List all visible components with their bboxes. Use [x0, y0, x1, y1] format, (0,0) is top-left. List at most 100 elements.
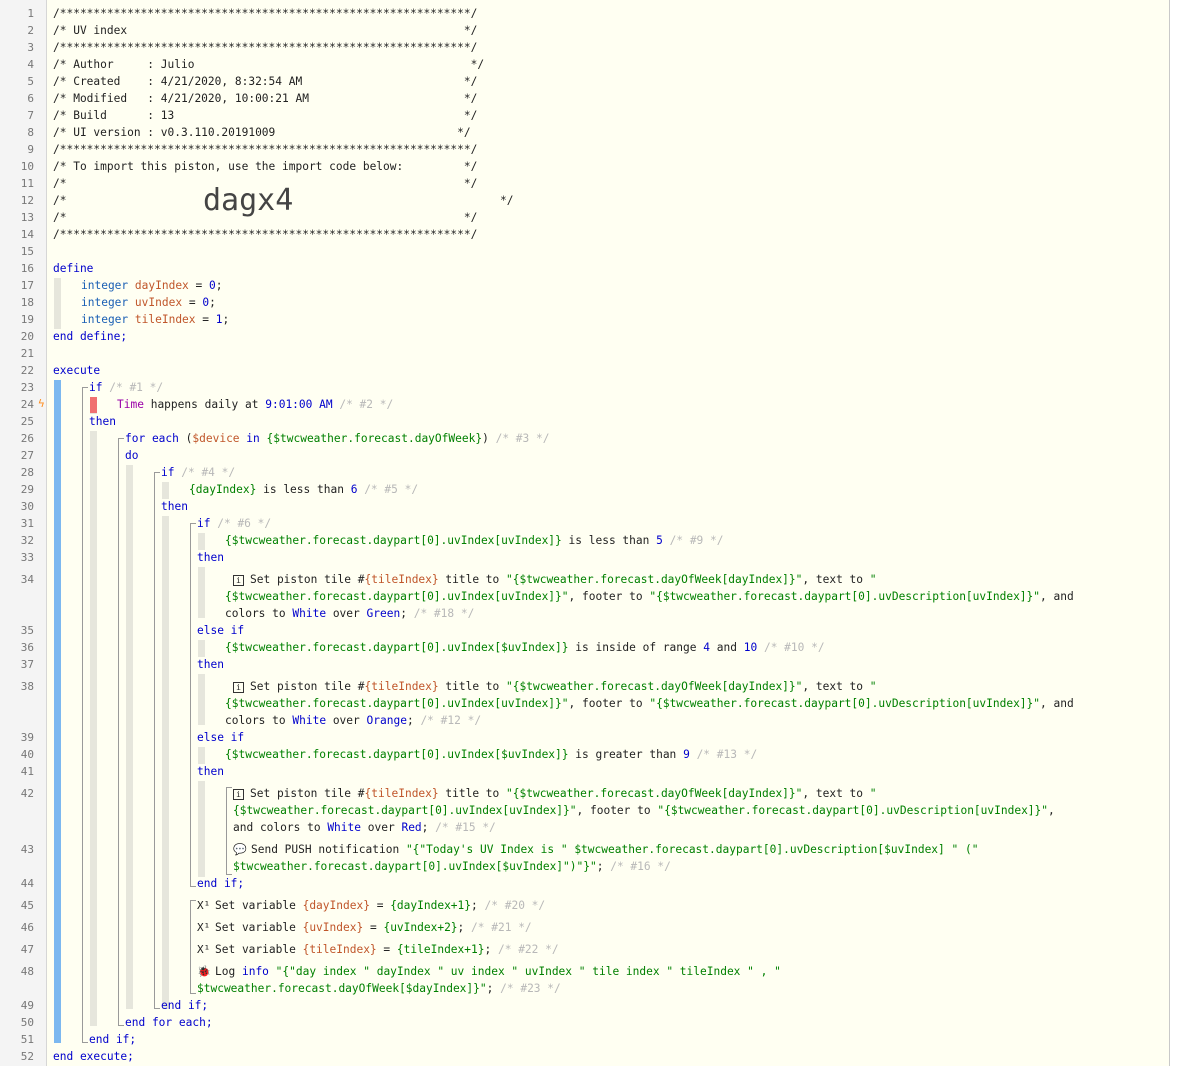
- tile-var: {tileIndex}: [364, 787, 439, 800]
- define-tile-index[interactable]: integer tileIndex = 1;: [81, 311, 229, 328]
- bracket-if3-bottom: [190, 886, 196, 887]
- import-code[interactable]: dagx4: [203, 183, 294, 218]
- statement-id: /* #5 */: [364, 483, 419, 496]
- condition-uv-high[interactable]: {$twcweather.forecast.daypart[0].uvIndex…: [225, 746, 757, 763]
- over-text: over: [332, 607, 360, 620]
- action-label: Log: [215, 965, 236, 978]
- line-number: 17: [20, 279, 34, 292]
- code-line-14: /***************************************…: [53, 228, 478, 241]
- set-tile-green-line3: colors to White over Green; /* #18 */: [225, 605, 474, 622]
- line-number: 24: [20, 398, 34, 411]
- end-if-keyword[interactable]: end if;: [161, 999, 209, 1012]
- execute-keyword[interactable]: execute: [53, 364, 101, 377]
- end-if-keyword[interactable]: end if;: [89, 1033, 137, 1046]
- line-number: 47: [20, 943, 34, 956]
- for-each-statement[interactable]: for each ($device in {$twcweather.foreca…: [125, 430, 549, 447]
- colors-to: colors to: [225, 714, 286, 727]
- line-number: 35: [20, 624, 34, 637]
- line-number: 12: [20, 194, 34, 207]
- do-keyword[interactable]: do: [125, 449, 139, 462]
- else-if-keyword[interactable]: else if: [197, 624, 245, 637]
- title-to: title to: [445, 573, 500, 586]
- semicolon: ;: [400, 607, 407, 620]
- statement-id: /* #12 */: [420, 714, 482, 727]
- cond-operand: {$twcweather.forecast.daypart[0].uvIndex…: [225, 641, 569, 654]
- if-statement-2[interactable]: if /* #4 */: [161, 464, 235, 481]
- line-number: 25: [20, 415, 34, 428]
- then-keyword[interactable]: then: [89, 415, 116, 428]
- end-if-keyword[interactable]: end if;: [197, 877, 245, 890]
- colors-to: colors to: [225, 607, 286, 620]
- statement-id: /* #3 */: [495, 432, 550, 445]
- line-number: 41: [20, 765, 34, 778]
- bracket-foreach: [118, 438, 119, 1026]
- log-line1[interactable]: 🐞Log info "{"day index " dayIndex " uv i…: [197, 963, 781, 980]
- line-number: 31: [20, 517, 34, 530]
- action-label: Set variable: [215, 899, 296, 912]
- condition-day-index[interactable]: {dayIndex} is less than 6 /* #5 */: [189, 481, 418, 498]
- then-band: [90, 431, 97, 1026]
- line-number: 27: [20, 449, 34, 462]
- statement-id: /* #20 */: [484, 899, 546, 912]
- statement-id: /* #16 */: [610, 860, 671, 873]
- cond-operand: {$twcweather.forecast.daypart[0].uvIndex…: [225, 748, 569, 761]
- foreach-band: [126, 465, 133, 1009]
- define-day-index[interactable]: integer dayIndex = 0;: [81, 277, 223, 294]
- else-if-keyword[interactable]: else if: [197, 731, 245, 744]
- trigger-condition[interactable]: Time happens daily at 9:01:00 AM /* #2 *…: [117, 396, 393, 413]
- then-keyword[interactable]: then: [161, 500, 188, 513]
- then-keyword[interactable]: then: [197, 658, 224, 671]
- line-number: 30: [20, 500, 34, 513]
- push-notification-line1[interactable]: 💬Send PUSH notification "{"Today's UV In…: [233, 841, 978, 858]
- and-text: , and: [1040, 697, 1074, 710]
- end-for-each-keyword[interactable]: end for each;: [125, 1016, 213, 1029]
- bracket-actions-bottom: [226, 874, 232, 875]
- line-number: 45: [20, 899, 34, 912]
- action-label: Set piston tile: [250, 573, 352, 586]
- end-execute-keyword[interactable]: end execute;: [53, 1050, 134, 1063]
- define-uv-index[interactable]: integer uvIndex = 0;: [81, 294, 216, 311]
- then3-band: [198, 567, 205, 618]
- statement-id: /* #6 */: [217, 517, 272, 530]
- tile-var: {tileIndex}: [364, 680, 439, 693]
- condition-uv-low[interactable]: {$twcweather.forecast.daypart[0].uvIndex…: [225, 532, 724, 549]
- end-define-keyword[interactable]: end define;: [53, 330, 128, 343]
- line-number: 23: [20, 381, 34, 394]
- line-number: 19: [20, 313, 34, 326]
- define-keyword[interactable]: define: [53, 262, 94, 275]
- and-text: , and: [1040, 590, 1074, 603]
- line-number: 14: [20, 228, 34, 241]
- var-name: dayIndex: [134, 279, 189, 292]
- line-number: 11: [20, 177, 34, 190]
- line-number: 37: [20, 658, 34, 671]
- if-statement-1[interactable]: if /* #1 */: [89, 379, 163, 396]
- line-number: 40: [20, 748, 34, 761]
- if-statement-3[interactable]: if /* #6 */: [197, 515, 271, 532]
- cond-operator: is less than: [568, 534, 650, 547]
- line-number: 1: [27, 7, 34, 20]
- line-number: 6: [27, 92, 34, 105]
- line-number: 10: [20, 160, 34, 173]
- over-text: over: [367, 821, 395, 834]
- equals: =: [195, 279, 203, 292]
- variable-icon: X¹: [197, 921, 211, 934]
- bracket-if: [82, 387, 83, 1043]
- then-keyword[interactable]: then: [197, 551, 224, 564]
- variable-icon: X¹: [197, 899, 211, 912]
- bracket-setvars-bottom: [190, 993, 196, 994]
- line-number: 42: [20, 787, 34, 800]
- footer-to: , footer to: [576, 804, 651, 817]
- line-number: 26: [20, 432, 34, 445]
- code-line-2: /* UV index */: [53, 24, 478, 37]
- action-label: Send PUSH notification: [251, 843, 400, 856]
- condition-uv-mid[interactable]: {$twcweather.forecast.daypart[0].uvIndex…: [225, 639, 825, 656]
- code-line-5: /* Created : 4/21/2020, 8:32:54 AM */: [53, 75, 478, 88]
- then-keyword[interactable]: then: [197, 765, 224, 778]
